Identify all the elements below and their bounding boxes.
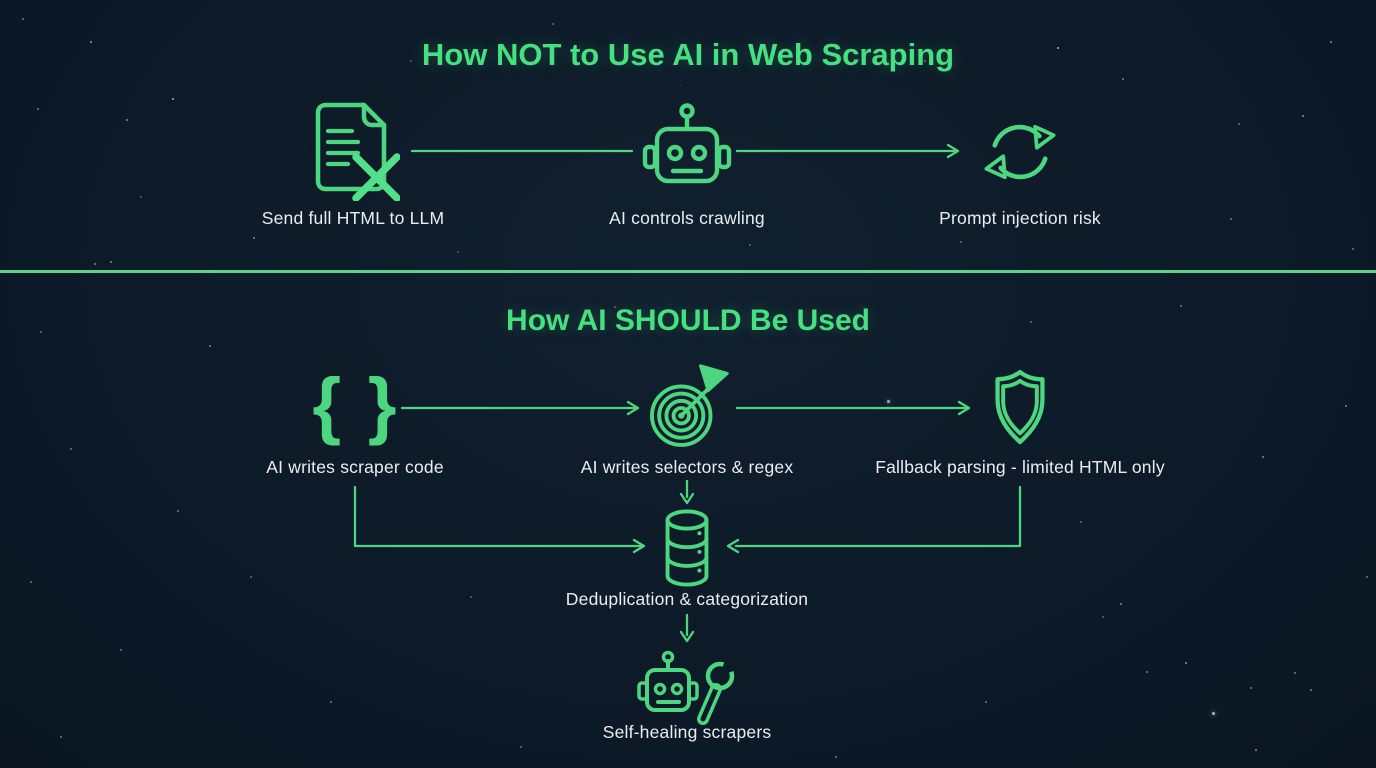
cycle-icon <box>984 124 1056 180</box>
star-dot <box>835 756 837 758</box>
star-dot <box>1122 78 1124 80</box>
step-label: Deduplication & categorization <box>565 589 809 609</box>
star-dot <box>1294 672 1296 674</box>
section-2-title: How AI SHOULD Be Used <box>506 304 870 337</box>
arrow-target-to-shield <box>735 400 971 416</box>
star-dot <box>60 736 62 738</box>
star-dot <box>1057 47 1059 49</box>
star-dot <box>1146 671 1148 673</box>
section-divider <box>0 270 1376 273</box>
star-dot <box>749 244 751 246</box>
star-dot <box>1330 41 1332 43</box>
star-dot <box>1366 576 1368 578</box>
star-dot <box>680 85 681 86</box>
star-dot <box>1238 123 1240 125</box>
star-dot <box>1255 749 1257 751</box>
document-x-icon <box>315 102 400 201</box>
database-icon <box>665 509 709 587</box>
shield-icon <box>995 369 1045 445</box>
star-dot <box>1120 603 1122 605</box>
step-label: Self-healing scrapers <box>602 722 772 742</box>
star-dot <box>172 98 174 100</box>
star-dot <box>253 237 255 239</box>
star-dot <box>1180 305 1182 307</box>
star-dot <box>1310 689 1312 691</box>
star-dot <box>1262 456 1264 458</box>
star-dot <box>1250 687 1252 689</box>
arrow-braces-to-database <box>353 485 646 554</box>
star-dot <box>177 510 179 512</box>
star-dot <box>985 701 987 703</box>
arrow-shield-to-database <box>726 485 1022 554</box>
star-dot <box>887 400 890 403</box>
star-dot <box>1352 248 1354 250</box>
star-dot <box>520 746 522 748</box>
star-dot <box>140 196 142 198</box>
star-dot <box>305 150 306 151</box>
star-dot <box>30 581 32 583</box>
star-dot <box>614 306 616 308</box>
arrow-braces-to-target <box>400 400 640 416</box>
star-dot <box>1302 115 1304 117</box>
star-dot <box>552 23 554 25</box>
robot-wrench-icon <box>637 650 744 725</box>
step-label: Prompt injection risk <box>939 208 1101 228</box>
wrench-part <box>697 653 744 725</box>
star-dot <box>1030 321 1032 323</box>
star-dot <box>457 251 459 253</box>
step-label: Fallback parsing - limited HTML only <box>875 457 1165 477</box>
star-dot <box>1185 662 1187 664</box>
arrow-target-to-database <box>679 479 695 505</box>
section-1-title: How NOT to Use AI in Web Scraping <box>421 37 955 72</box>
star-dot <box>40 331 42 333</box>
code-braces-icon: { } <box>312 363 400 447</box>
star-dot <box>94 263 96 265</box>
star-dot <box>1212 712 1215 715</box>
star-dot <box>37 108 39 110</box>
star-dot <box>209 345 211 347</box>
step-label: AI controls crawling <box>609 208 765 228</box>
star-dot <box>1345 405 1347 407</box>
target-icon <box>650 364 729 447</box>
star-dot <box>90 41 92 43</box>
star-dot <box>126 119 128 121</box>
star-dot <box>1080 521 1082 523</box>
arrow-robot-to-cycle <box>735 143 960 159</box>
robot-icon <box>642 103 732 184</box>
star-dot <box>960 241 962 243</box>
arrow-database-to-robotwrench <box>679 613 695 643</box>
star-dot <box>22 18 24 20</box>
star-dot <box>410 60 412 62</box>
star-dot <box>70 448 72 450</box>
star-dot <box>1230 218 1232 220</box>
step-label: AI writes selectors & regex <box>580 457 794 477</box>
star-dot <box>1102 616 1104 618</box>
step-label: Send full HTML to LLM <box>261 208 445 228</box>
star-dot <box>330 701 332 703</box>
star-dot <box>470 596 472 598</box>
star-dot <box>120 649 122 651</box>
star-dot <box>110 261 112 263</box>
step-label: AI writes scraper code <box>266 457 444 477</box>
star-dot <box>250 576 252 578</box>
star-dot <box>924 60 926 62</box>
